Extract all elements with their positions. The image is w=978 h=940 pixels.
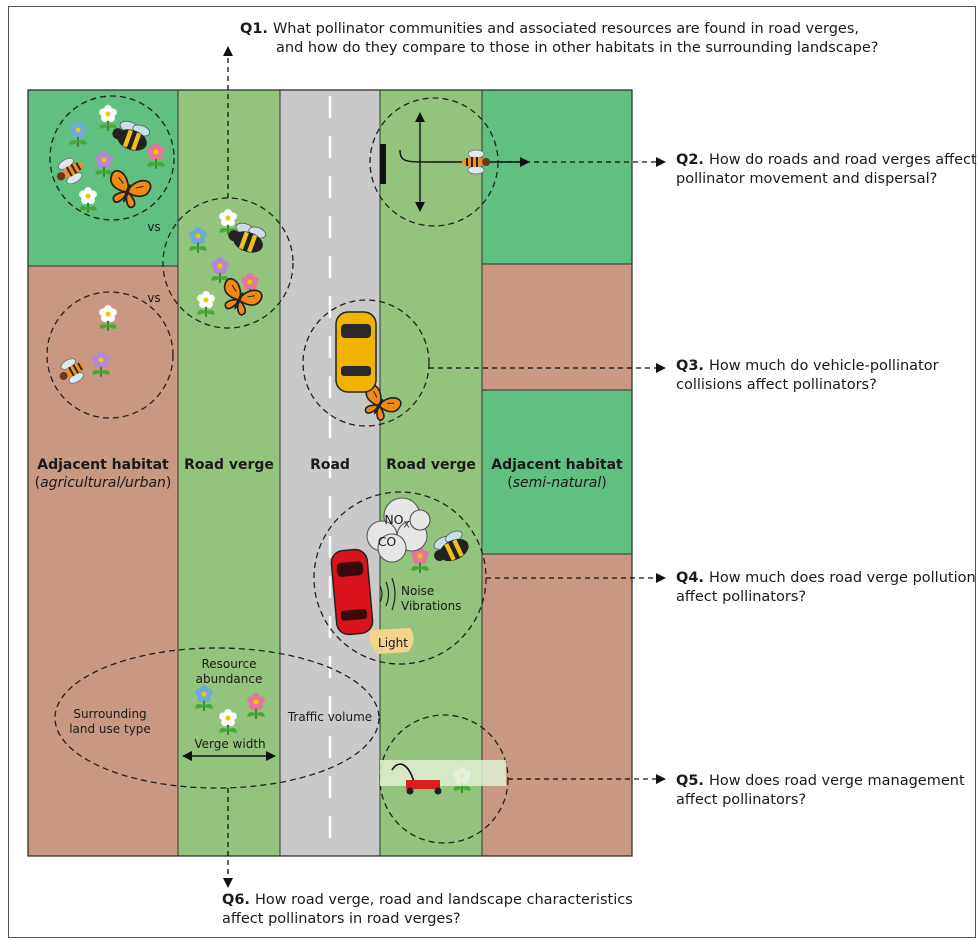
zone-label-left-verge: Road verge: [184, 457, 274, 473]
mower-handle: [391, 763, 415, 783]
flower-icon: [188, 225, 208, 254]
question-text-continued: collisions affect pollinators?: [676, 377, 877, 393]
flower-icon: [98, 103, 118, 132]
q3-collision-circle: [302, 299, 430, 427]
landscape-border: [27, 89, 633, 857]
flower-icon: [194, 683, 214, 712]
question-text: How road verge, road and landscape chara…: [254, 892, 633, 908]
zone-label-road: Road: [310, 457, 350, 473]
car-windscreen: [336, 561, 364, 577]
cloud-puff: [409, 509, 431, 531]
flower-icon: [98, 303, 118, 332]
question-number: Q1.: [240, 21, 268, 37]
resource-line-1: Resource: [201, 657, 257, 671]
mower-wheel: [434, 787, 442, 795]
question-q5: Q5.How does road verge management affect…: [676, 772, 965, 810]
surrounding-land-use-label: Surrounding land use type: [62, 707, 158, 737]
mower-wheel: [406, 787, 414, 795]
vs-label-bottom: vs: [147, 291, 161, 305]
question-text: How do roads and road verges affect: [708, 152, 977, 168]
car-windscreen: [341, 324, 371, 338]
flower-icon: [91, 349, 111, 378]
car-body: [330, 548, 374, 636]
q1-sample-circle-semi-natural: [49, 95, 175, 221]
zone-subtitle: agricultural/urban: [40, 475, 166, 491]
zone-right-semi-natural-mid: [482, 390, 632, 554]
zone-label-right-habitat: Adjacent habitat (semi-natural): [491, 457, 623, 491]
vibrations-label: Vibrations: [401, 599, 462, 613]
question-text-continued: and how do they compare to those in othe…: [276, 40, 879, 56]
question-number: Q5.: [676, 773, 704, 789]
verge-width-label: Verge width: [194, 737, 266, 751]
q1-sample-circle-agricultural: [46, 291, 174, 419]
no-subscript: X: [403, 520, 410, 531]
question-text-continued: affect pollinators?: [676, 792, 807, 808]
flower-icon: [68, 119, 88, 148]
light-cone-icon: [369, 628, 414, 654]
no-label: NO: [384, 512, 404, 527]
question-q3: Q3.How much do vehicle-pollinator collis…: [676, 357, 939, 395]
question-text-continued: affect pollinators?: [676, 589, 807, 605]
question-number: Q3.: [676, 358, 704, 374]
question-q6: Q6.How road verge, road and landscape ch…: [222, 891, 633, 929]
zone-right-verge: [380, 90, 482, 856]
flower-icon: [218, 707, 238, 736]
flower-icon: [146, 141, 166, 170]
surrounding-line-2: land use type: [69, 722, 151, 736]
flower-icon: [246, 691, 266, 720]
pollution-cloud-icon: [366, 497, 431, 563]
zone-right-agricultural-bottom: [482, 554, 632, 856]
resource-abundance-label: Resource abundance: [186, 657, 272, 687]
question-text: How much does road verge pollution: [708, 570, 976, 586]
zone-right-agricultural-top: [482, 264, 632, 390]
question-number: Q4.: [676, 570, 704, 586]
zone-label-right-verge: Road verge: [386, 457, 476, 473]
zone-subtitle: semi-natural: [512, 475, 602, 491]
zone-right-semi-natural-top: [482, 90, 632, 264]
q6-characteristics-ellipse: [54, 647, 380, 789]
zone-label-left-habitat: Adjacent habitat (agricultural/urban): [34, 457, 172, 491]
cloud-puff: [377, 533, 407, 563]
flower-icon: [210, 255, 230, 284]
diagram-frame: [8, 6, 976, 938]
movement-curve: [399, 149, 431, 163]
noise-wave: [379, 585, 383, 603]
car-icon: [330, 548, 374, 636]
car-rear-window: [340, 609, 368, 621]
zone-title: Adjacent habitat: [491, 457, 623, 473]
co-label: CO: [377, 534, 397, 549]
car-icon: [335, 311, 377, 393]
question-number: Q2.: [676, 152, 704, 168]
vs-label-top: vs: [147, 220, 161, 234]
flower-icon: [78, 185, 98, 214]
question-q2: Q2.How do roads and road verges affect p…: [676, 151, 977, 189]
zone-title: Adjacent habitat: [37, 457, 169, 473]
question-text-continued: pollinator movement and dispersal?: [676, 171, 938, 187]
flower-icon: [94, 149, 114, 178]
mower-body: [406, 780, 440, 789]
question-text-continued: affect pollinators in road verges?: [222, 911, 461, 927]
light-label: Light: [378, 636, 408, 650]
question-text: How much do vehicle-pollinator: [708, 358, 939, 374]
flower-icon: [196, 289, 216, 318]
resource-line-2: abundance: [195, 672, 263, 686]
question-number: Q6.: [222, 892, 250, 908]
question-text: What pollinator communities and associat…: [272, 21, 860, 37]
question-q4: Q4.How much does road verge pollution af…: [676, 569, 976, 607]
mower-icon: [391, 763, 442, 795]
noise-label: Noise: [401, 584, 435, 598]
question-text: How does road verge management: [708, 773, 965, 789]
question-q1: Q1.What pollinator communities and assoc…: [240, 20, 878, 58]
traffic-volume-label: Traffic volume: [287, 710, 373, 724]
noise-wave: [385, 581, 390, 607]
barrier-icon: [380, 144, 386, 184]
no-x-label: NOX: [382, 512, 412, 534]
noise-wave: [391, 577, 396, 611]
surrounding-line-1: Surrounding: [73, 707, 147, 721]
car-rear-window: [341, 366, 371, 376]
